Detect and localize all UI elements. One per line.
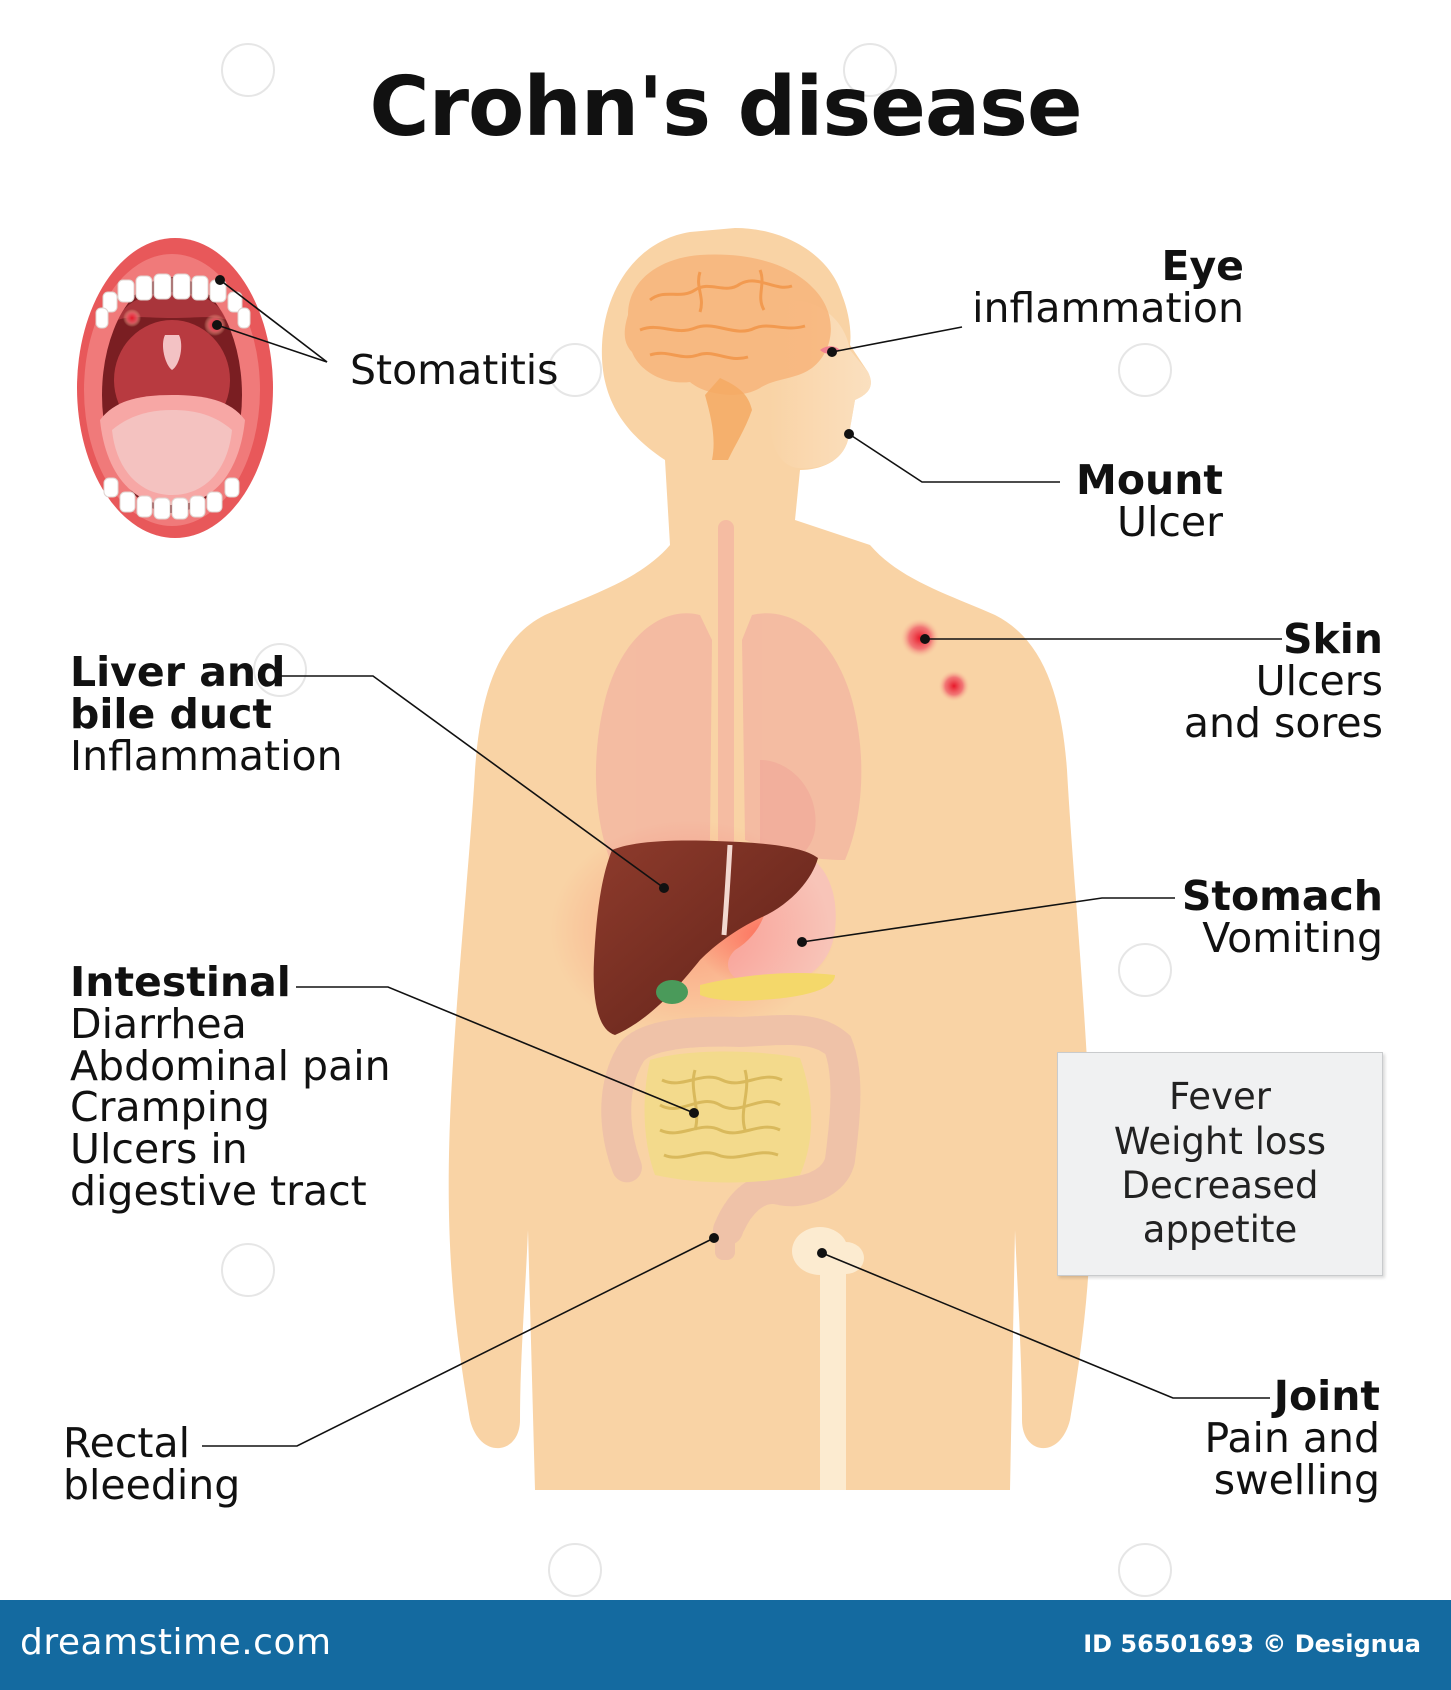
label-joint: Joint Pain and swelling [1204,1372,1380,1504]
brain-illustration [624,254,831,460]
intestinal-item: Ulcers in [70,1125,248,1174]
intestinal-item: Abdominal pain [70,1041,391,1090]
gallbladder [656,980,688,1004]
joint-sub-2: swelling [1213,1455,1380,1504]
intestinal-heading: Intestinal [70,958,291,1006]
label-intestinal: Intestinal Diarrhea Abdominal pain Cramp… [70,958,391,1216]
stomach-heading: Stomach [1181,872,1383,920]
rectal-line-1: Rectal [63,1419,191,1467]
intestines-illustration [601,1014,861,1260]
leader-lines [202,279,1282,1447]
label-rectal: Rectal bleeding [63,1419,241,1509]
symptom-item: Decreased [1121,1164,1319,1207]
liver-heading-1: Liver and [70,648,286,696]
footer-image-id: ID 56501693 © Designua [1083,1630,1421,1658]
mouth-sub: Ulcer [1116,497,1223,546]
liver-heading-2: bile duct [70,689,272,738]
joint-heading: Joint [1273,1372,1380,1420]
intestinal-item: digestive tract [70,1167,367,1216]
stomach-sub: Vomiting [1202,913,1383,962]
lungs [595,613,862,860]
esophagus [718,520,734,860]
symptom-item: Fever [1169,1075,1271,1119]
stomatitis-text: Stomatitis [350,346,559,394]
label-skin: Skin Ulcers and sores [1183,615,1383,747]
skin-lesions [900,618,970,702]
general-symptoms-box: Fever Weight loss Decreased appetite [1057,1052,1383,1276]
footer-brand[interactable]: dreamstime.com [20,1622,332,1663]
page-title: Crohn's disease [369,60,1082,155]
eye-heading: Eye [1161,242,1244,290]
skin-sub-2: and sores [1183,698,1383,747]
rectal-line-2: bleeding [63,1460,241,1509]
label-stomach: Stomach Vomiting [1181,872,1383,962]
label-mouth: Mount Ulcer [1076,456,1223,546]
open-mouth-illustration [77,238,273,538]
symptom-item: Weight loss [1113,1119,1327,1163]
heart [760,760,816,864]
joint-sub-1: Pain and [1204,1413,1380,1462]
footer-bar: dreamstime.com ID 56501693 © Designua [0,1600,1451,1690]
eye-sub: inflammation [972,283,1244,332]
leader-dots [212,275,930,1258]
skin-sub-1: Ulcers [1255,656,1383,705]
symptom-item: appetite [1142,1208,1298,1252]
pancreas [700,973,835,1001]
mouth-heading: Mount [1076,456,1223,504]
intestinal-item: Cramping [70,1083,270,1132]
liver-illustration [550,820,830,1040]
intestinal-item: Diarrhea [70,999,247,1048]
label-liver: Liver and bile duct Inflammation [70,648,343,780]
skin-heading: Skin [1282,615,1383,663]
label-eye: Eye inflammation [972,242,1244,332]
liver-sub: Inflammation [70,731,343,780]
label-stomatitis: Stomatitis [350,346,559,394]
